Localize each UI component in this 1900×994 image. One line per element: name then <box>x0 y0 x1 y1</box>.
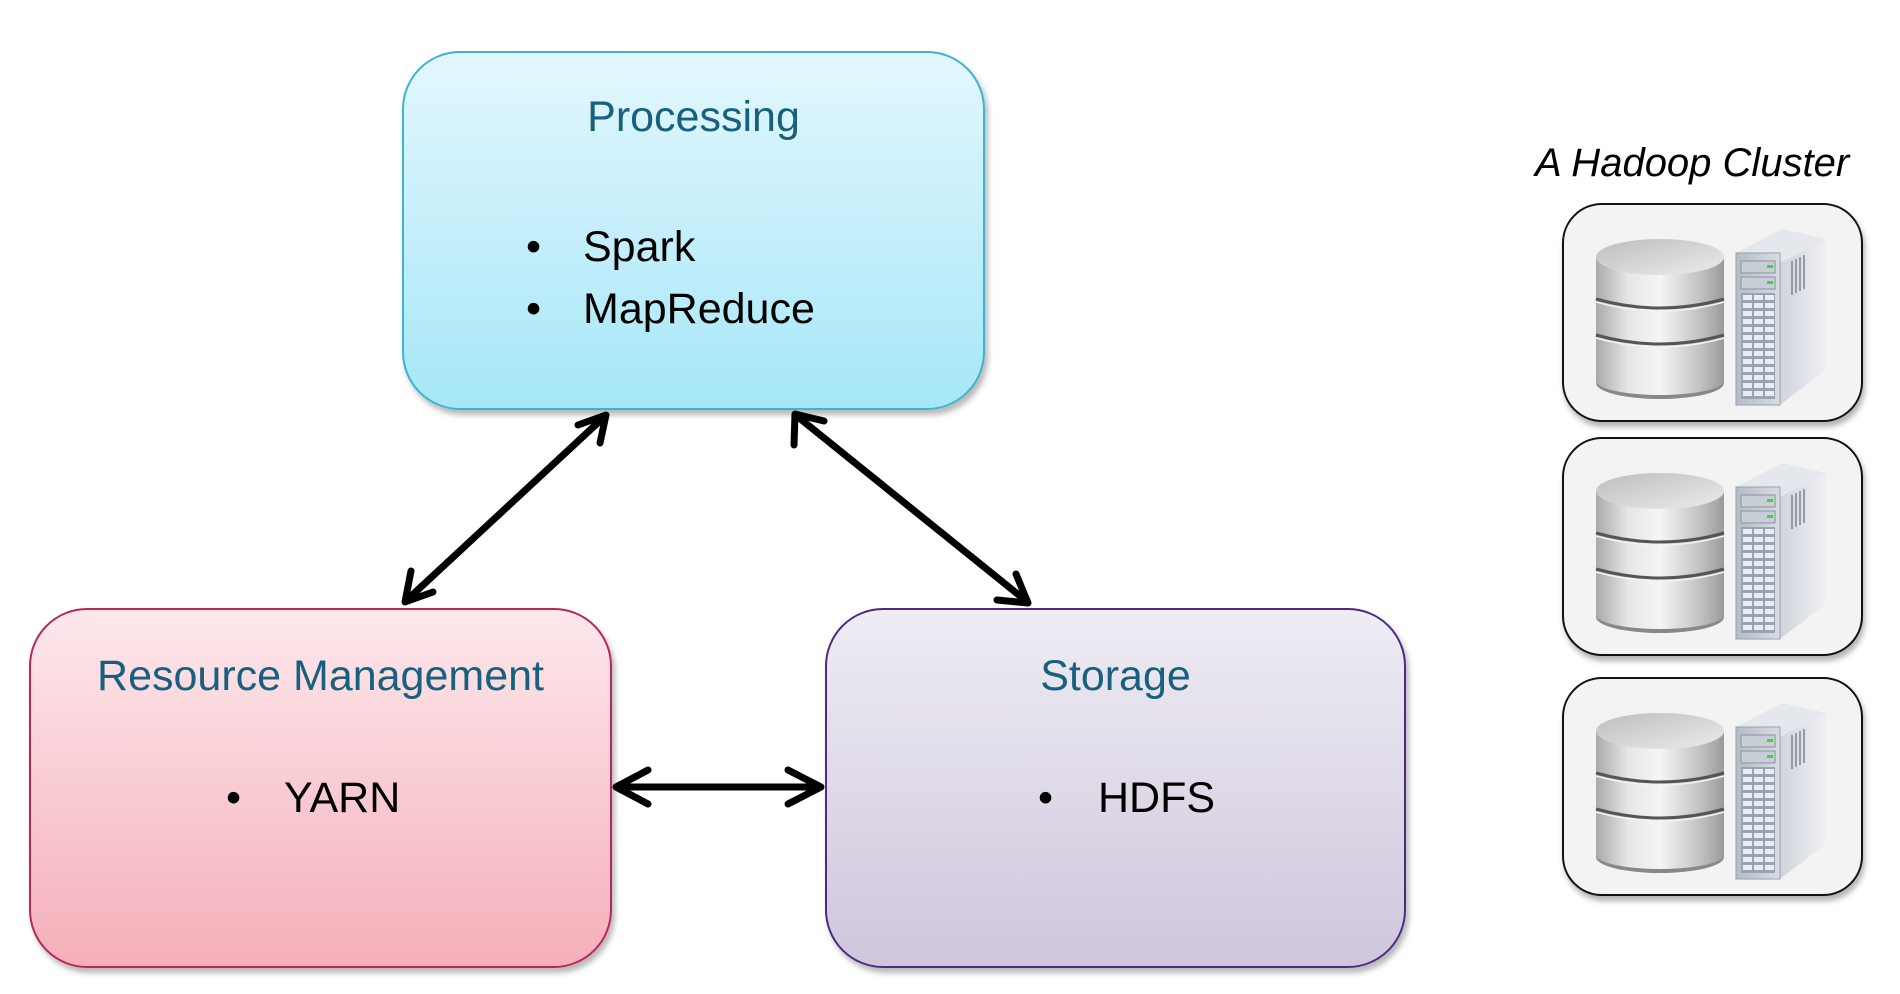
list-item-label: YARN <box>284 774 401 822</box>
processing-title: Processing <box>587 93 800 141</box>
arrow-processing-storage <box>790 410 1032 607</box>
list-item-label: MapReduce <box>583 285 815 333</box>
list-item: • HDFS <box>1038 767 1215 829</box>
cluster-node-1 <box>1562 203 1863 422</box>
node-icons <box>1594 227 1828 407</box>
bullet-icon: • <box>226 774 242 822</box>
resource-management-title: Resource Management <box>97 652 544 700</box>
cluster-node-2 <box>1562 437 1863 656</box>
list-item: • MapReduce <box>526 278 815 340</box>
cluster-label: A Hadoop Cluster <box>1535 141 1850 185</box>
bullet-icon: • <box>1038 774 1054 822</box>
storage-list: • HDFS <box>1038 767 1215 829</box>
list-item-label: Spark <box>583 223 696 271</box>
arrow-processing-resource <box>401 411 610 606</box>
storage-title: Storage <box>1040 652 1191 700</box>
resource-management-box: Resource Management • YARN <box>29 608 612 968</box>
bullet-icon: • <box>526 285 542 333</box>
node-icons <box>1594 701 1828 881</box>
node-icons <box>1594 461 1828 641</box>
list-item: • YARN <box>226 767 400 829</box>
arrow-resource-storage <box>612 766 825 808</box>
processing-box: Processing • Spark • MapReduce <box>402 51 985 410</box>
resource-management-list: • YARN <box>226 767 400 829</box>
list-item: • Spark <box>526 216 815 278</box>
storage-box: Storage • HDFS <box>825 608 1406 968</box>
cluster-node-3 <box>1562 677 1863 896</box>
bullet-icon: • <box>526 223 542 271</box>
list-item-label: HDFS <box>1098 774 1216 822</box>
processing-list: • Spark • MapReduce <box>526 216 815 340</box>
